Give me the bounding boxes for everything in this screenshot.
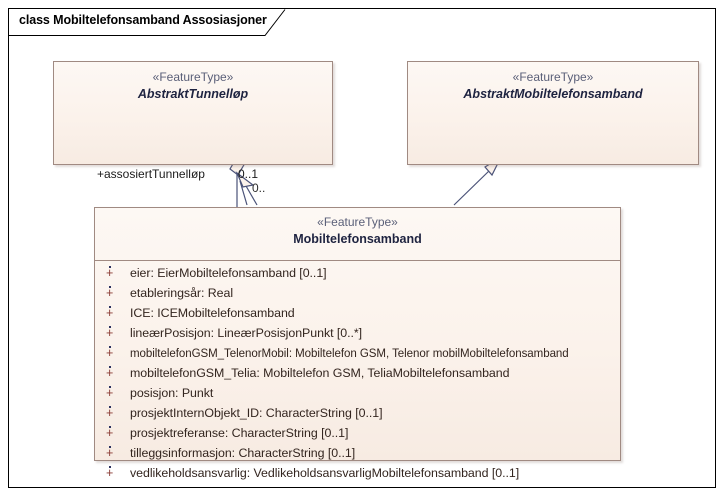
class-header: «FeatureType» AbstraktTunnelløp xyxy=(54,62,332,102)
attribute-row: +eier: EierMobiltelefonsamband [0..1] xyxy=(95,266,620,286)
attribute-visibility: + xyxy=(102,326,130,340)
class-stereotype: «FeatureType» xyxy=(152,70,234,84)
association-source-multiplicity: 0.. xyxy=(252,181,266,195)
class-name: AbstraktMobiltelefonsamband xyxy=(463,86,643,101)
class-box-abstrakt-tunnellop[interactable]: «FeatureType» AbstraktTunnelløp xyxy=(53,61,333,165)
class-name: Mobiltelefonsamband xyxy=(293,231,422,246)
attribute-row: +mobiltelefonGSM_TelenorMobil: Mobiltele… xyxy=(95,346,620,366)
class-name: AbstraktTunnelløp xyxy=(137,86,249,101)
class-box-mobiltelefonsamband[interactable]: «FeatureType» Mobiltelefonsamband +eier:… xyxy=(94,207,621,480)
attribute-text: prosjektInternObjekt_ID: CharacterString… xyxy=(130,406,383,420)
attribute-row: +lineærPosisjon: LineærPosisjonPunkt [0.… xyxy=(95,326,620,346)
diagram-frame: class Mobiltelefonsamband Assosiasjoner … xyxy=(8,8,716,488)
attribute-row: +prosjektreferanse: CharacterString [0..… xyxy=(95,426,620,446)
association-target-multiplicity: 0..1 xyxy=(238,167,259,181)
class-header: «FeatureType» AbstraktMobiltelefonsamban… xyxy=(408,62,698,102)
attribute-text: ICE: ICEMobiltelefonsamband xyxy=(130,306,295,320)
attribute-visibility: + xyxy=(102,426,130,440)
attribute-text: etableringsår: Real xyxy=(130,286,234,300)
attribute-text: prosjektreferanse: CharacterString [0..1… xyxy=(130,426,349,440)
attribute-visibility: + xyxy=(102,446,130,460)
attribute-text: mobiltelefonGSM_Telia: Mobiltelefon GSM,… xyxy=(130,366,510,380)
attribute-text: mobiltelefonGSM_TelenorMobil: Mobiltelef… xyxy=(130,346,569,360)
class-stereotype: «FeatureType» xyxy=(512,70,594,84)
attribute-row: +prosjektInternObjekt_ID: CharacterStrin… xyxy=(95,406,620,426)
attribute-text: eier: EierMobiltelefonsamband [0..1] xyxy=(130,266,327,280)
attribute-visibility: + xyxy=(102,366,130,380)
attribute-visibility: + xyxy=(102,286,130,300)
attribute-text: lineærPosisjon: LineærPosisjonPunkt [0..… xyxy=(130,326,363,340)
attribute-visibility: + xyxy=(102,346,130,360)
attribute-visibility: + xyxy=(102,386,130,400)
attribute-text: posisjon: Punkt xyxy=(130,386,214,400)
attribute-row: +ICE: ICEMobiltelefonsamband xyxy=(95,306,620,326)
association-role-label: +assosiertTunnelløp xyxy=(97,167,205,181)
diagram-title-tab: class Mobiltelefonsamband Assosiasjoner xyxy=(9,9,294,36)
class-stereotype: «FeatureType» xyxy=(317,215,398,229)
attribute-row: +tilleggsinformasjon: CharacterString [0… xyxy=(95,446,620,466)
attribute-row: +etableringsår: Real xyxy=(95,286,620,306)
attribute-text: vedlikeholdsansvarlig: Vedlikeholdsansva… xyxy=(130,466,520,480)
attribute-row: +vedlikeholdsansvarlig: Vedlikeholdsansv… xyxy=(95,466,620,486)
attribute-visibility: + xyxy=(102,466,130,480)
class-header: «FeatureType» Mobiltelefonsamband xyxy=(95,208,620,260)
attribute-row: +posisjon: Punkt xyxy=(95,386,620,406)
attribute-list: +eier: EierMobiltelefonsamband [0..1]+et… xyxy=(95,261,620,486)
title-tab-shape xyxy=(9,9,286,36)
attribute-text: tilleggsinformasjon: CharacterString [0.… xyxy=(130,446,356,460)
attribute-visibility: + xyxy=(102,266,130,280)
attribute-visibility: + xyxy=(102,406,130,420)
attribute-visibility: + xyxy=(102,306,130,320)
diagram-title: class Mobiltelefonsamband Assosiasjoner xyxy=(19,13,267,27)
class-compartment-divider xyxy=(95,260,620,261)
attribute-row: +mobiltelefonGSM_Telia: Mobiltelefon GSM… xyxy=(95,366,620,386)
class-box-abstrakt-mobiltelefonsamband[interactable]: «FeatureType» AbstraktMobiltelefonsamban… xyxy=(407,61,699,165)
